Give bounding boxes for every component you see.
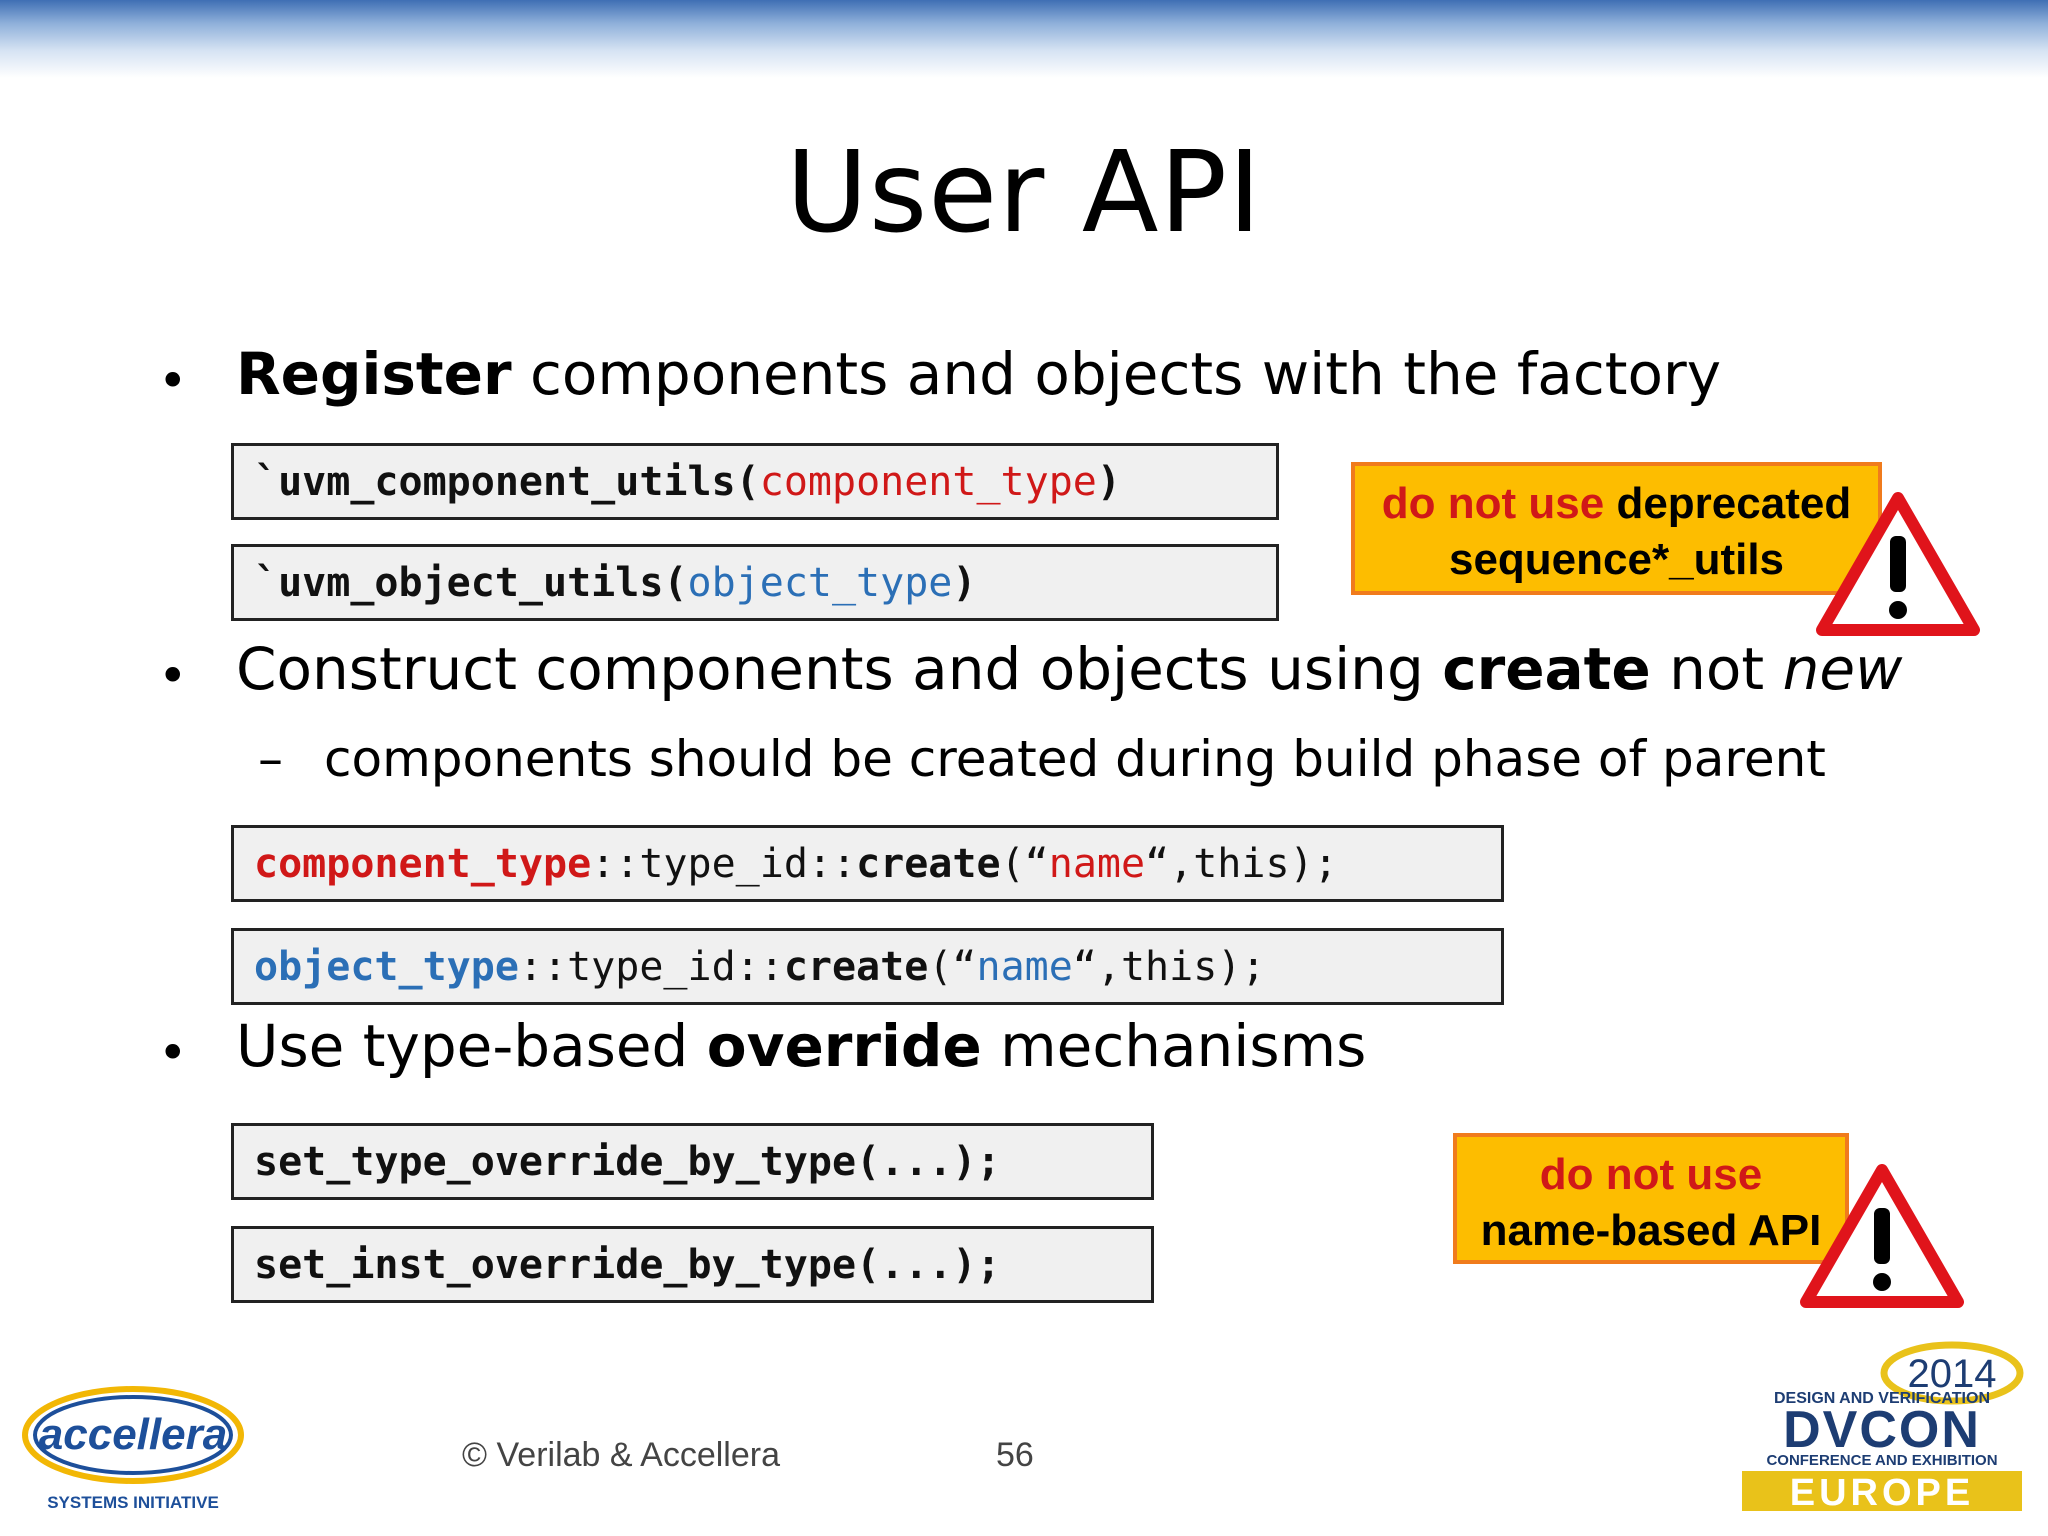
- dvcon-line1: DESIGN AND VERIFICATION: [1774, 1390, 1990, 1407]
- warning-deprecated-utils: do not use deprecated sequence*_utils: [1351, 462, 1882, 595]
- warning-text: deprecated: [1604, 479, 1852, 528]
- code-close: “,this);: [1145, 840, 1338, 887]
- warning-name-based-api: do not use name-based API: [1453, 1133, 1849, 1264]
- code-inst-override: set_inst_override_by_type(...);: [231, 1226, 1154, 1303]
- warning-triangle-icon: [1816, 492, 1980, 636]
- sub-bullet-dash: –: [258, 730, 283, 788]
- bullet-text: Use type-based: [236, 1012, 707, 1080]
- code-open: (“: [1000, 840, 1049, 887]
- bullet-text: Construct components and objects using: [236, 635, 1443, 703]
- code-fn: create: [783, 943, 929, 990]
- sub-bullet-build-phase: components should be created during buil…: [324, 730, 1826, 788]
- bullet-text: mechanisms: [981, 1012, 1367, 1080]
- dvcon-region: EUROPE: [1790, 1472, 1974, 1514]
- code-arg: name: [976, 943, 1073, 990]
- code-type: object_type: [254, 943, 519, 990]
- warning-red-text: do not use: [1539, 1150, 1763, 1199]
- dvcon-europe-logo: 2014 DESIGN AND VERIFICATION DVCON CONFE…: [1742, 1341, 2024, 1514]
- accellera-wordmark: accellera: [39, 1410, 227, 1459]
- bullet-text: components and objects with the factory: [511, 340, 1722, 408]
- bullet-register: Register components and objects with the…: [236, 340, 1721, 408]
- bullet-italic-text: new: [1782, 635, 1903, 703]
- slide-title: User API: [785, 128, 1263, 258]
- code-arg: component_type: [759, 458, 1097, 505]
- code-arg: name: [1048, 840, 1146, 887]
- bullet-text: not: [1650, 635, 1783, 703]
- warning-line2: name-based API: [1480, 1206, 1822, 1255]
- bullet-marker: •: [158, 647, 188, 705]
- code-fn: `uvm_object_utils(: [254, 559, 688, 606]
- footer-page-number: 56: [996, 1436, 1034, 1474]
- warning-triangle-icon: [1800, 1164, 1964, 1308]
- bullet-bold-text: override: [706, 1012, 982, 1080]
- code-override-call: set_type_override_by_type(...);: [254, 1138, 1001, 1185]
- code-component-create: component_type::type_id::create(“name“,t…: [231, 825, 1504, 902]
- top-gradient-bar: [0, 0, 2048, 78]
- code-fn: create: [856, 840, 1001, 887]
- code-scope: ::type_id::: [591, 840, 857, 887]
- accellera-tagline: SYSTEMS INITIATIVE: [47, 1493, 219, 1512]
- code-arg: object_type: [687, 559, 953, 606]
- code-open: (“: [928, 943, 977, 990]
- code-close: ): [952, 559, 977, 606]
- warning-line2: sequence*_utils: [1448, 535, 1785, 584]
- code-fn: `uvm_component_utils(: [254, 458, 760, 505]
- code-object-create: object_type::type_id::create(“name“,this…: [231, 928, 1504, 1005]
- bullet-bold-text: create: [1442, 635, 1651, 703]
- code-close: ): [1096, 458, 1121, 505]
- footer-copyright: © Verilab & Accellera: [462, 1436, 780, 1474]
- code-object-utils: `uvm_object_utils(object_type): [231, 544, 1279, 621]
- code-scope: ::type_id::: [518, 943, 784, 990]
- dvcon-brand: DVCON: [1783, 1401, 1981, 1459]
- bullet-construct: Construct components and objects using c…: [236, 635, 1902, 703]
- bullet-bold-text: Register: [236, 340, 512, 408]
- code-type: component_type: [254, 840, 592, 887]
- code-override-call: set_inst_override_by_type(...);: [254, 1241, 1001, 1288]
- code-component-utils: `uvm_component_utils(component_type): [231, 443, 1279, 520]
- code-close: “,this);: [1072, 943, 1266, 990]
- warning-red-text: do not use: [1381, 479, 1605, 528]
- bullet-override: Use type-based override mechanisms: [236, 1012, 1366, 1080]
- bullet-marker: •: [158, 352, 188, 410]
- code-type-override: set_type_override_by_type(...);: [231, 1123, 1154, 1200]
- accellera-logo: accellera SYSTEMS INITIATIVE: [22, 1386, 244, 1512]
- dvcon-line2: CONFERENCE AND EXHIBITION: [1766, 1452, 1997, 1469]
- bullet-marker: •: [158, 1024, 188, 1082]
- dvcon-year: 2014: [1908, 1352, 1997, 1396]
